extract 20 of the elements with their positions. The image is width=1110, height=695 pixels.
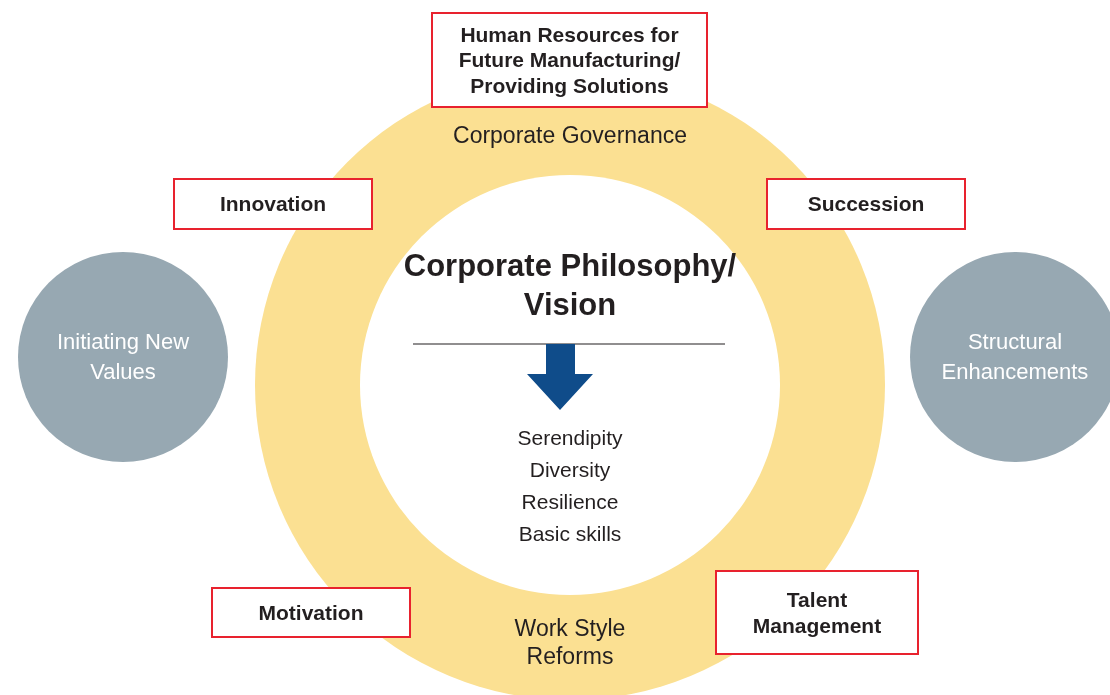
value-item: Diversity: [528, 457, 612, 483]
center-circle: [360, 175, 780, 595]
box-label: Human Resources for Future Manufacturing/ Providing Solutions: [457, 22, 682, 98]
ring-label: Work Style Reforms: [513, 615, 627, 671]
label-box: [766, 178, 966, 230]
box-label: Motivation: [257, 599, 365, 626]
value-item: Basic skills: [517, 521, 623, 547]
label-box: [211, 587, 411, 638]
ring-label: Corporate Governance: [452, 122, 688, 150]
label-box: [431, 12, 708, 108]
circle-label: Initiating New Values: [55, 328, 191, 386]
circle-label: Structural Enhancements: [940, 328, 1090, 386]
box-label: Talent Management: [751, 587, 883, 638]
center-heading: Corporate Philosophy/ Vision: [402, 247, 738, 324]
label-box: [715, 570, 919, 655]
box-label: Succession: [806, 191, 926, 217]
label-box: [173, 178, 373, 230]
value-item: Serendipity: [516, 425, 624, 451]
box-label: Innovation: [218, 191, 328, 217]
value-item: Resilience: [520, 489, 620, 515]
